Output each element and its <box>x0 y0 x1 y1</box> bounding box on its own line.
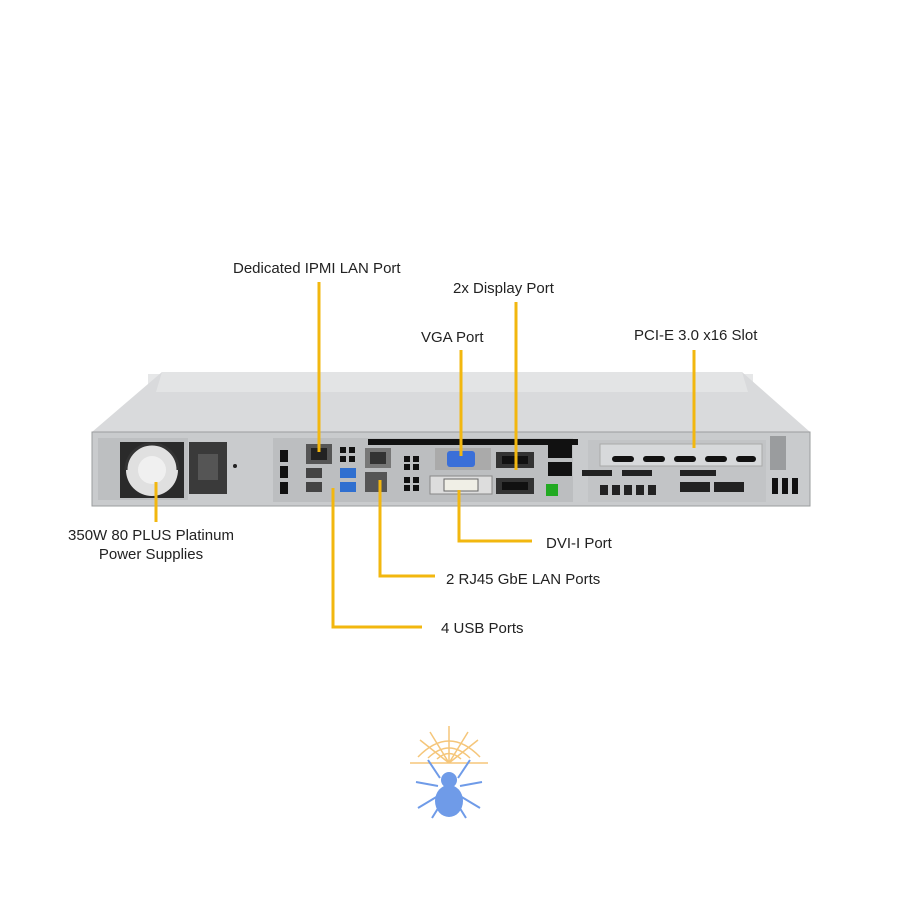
label-rj45: 2 RJ45 GbE LAN Ports <box>446 571 601 588</box>
label-dvi: DVI-I Port <box>546 535 612 552</box>
power-inlet <box>189 442 237 494</box>
io-ports <box>280 439 578 496</box>
label-psu-line2: Power Supplies <box>98 546 204 563</box>
label-ipmi: Dedicated IPMI LAN Port <box>233 260 401 277</box>
callout-lines <box>154 282 696 629</box>
pcie-slot <box>582 436 798 502</box>
label-psu-line1: 350W 80 PLUS Platinum <box>68 527 234 544</box>
spider-web-logo <box>410 726 488 819</box>
label-display-port: 2x Display Port <box>453 280 554 297</box>
callout-dvi <box>457 490 532 543</box>
label-psu: 350W 80 PLUS Platinum Power Supplies <box>62 526 240 564</box>
callout-rj45 <box>378 480 435 578</box>
label-usb: 4 USB Ports <box>441 620 524 637</box>
label-vga: VGA Port <box>421 329 484 346</box>
callout-usb <box>331 488 422 629</box>
psu-fan <box>120 442 184 498</box>
label-pcie: PCI-E 3.0 x16 Slot <box>634 327 758 344</box>
